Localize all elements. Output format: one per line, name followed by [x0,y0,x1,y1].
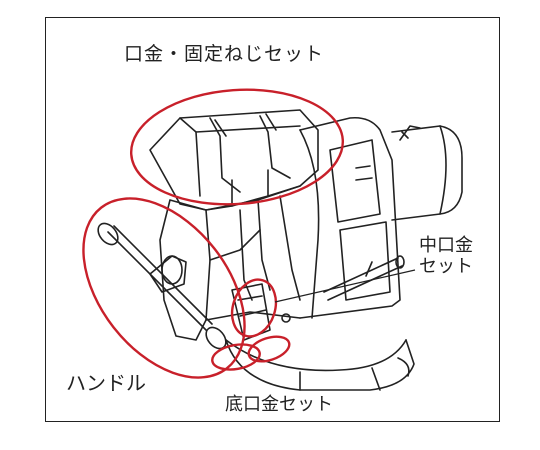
handle-bar [97,222,227,350]
rear-spindle [391,125,463,221]
highlight-jaw-and-screw-set [129,88,345,206]
label-handle: ハンドル [66,371,146,395]
front-slide [159,185,301,341]
label-jaw-and-screw-set: 口金・固定ねじセット [124,43,325,65]
label-middle-jaw-line2: セット [419,255,473,277]
highlight-bottom-jaw-right [247,335,291,363]
diagram-frame [45,17,500,422]
middle-jaw-pin [323,255,405,301]
vise-body [299,116,401,319]
middle-jaw-leader-line [274,269,416,303]
label-middle-jaw-set: 中口金 セット [419,235,473,277]
label-middle-jaw-line1: 中口金 [419,235,473,256]
label-bottom-jaw-set: 底口金セット [225,394,333,415]
upper-jaws [149,109,319,211]
highlight-middle-jaw [230,278,278,338]
swivel-base [225,339,415,391]
highlight-bottom-jaw-left [211,343,261,371]
